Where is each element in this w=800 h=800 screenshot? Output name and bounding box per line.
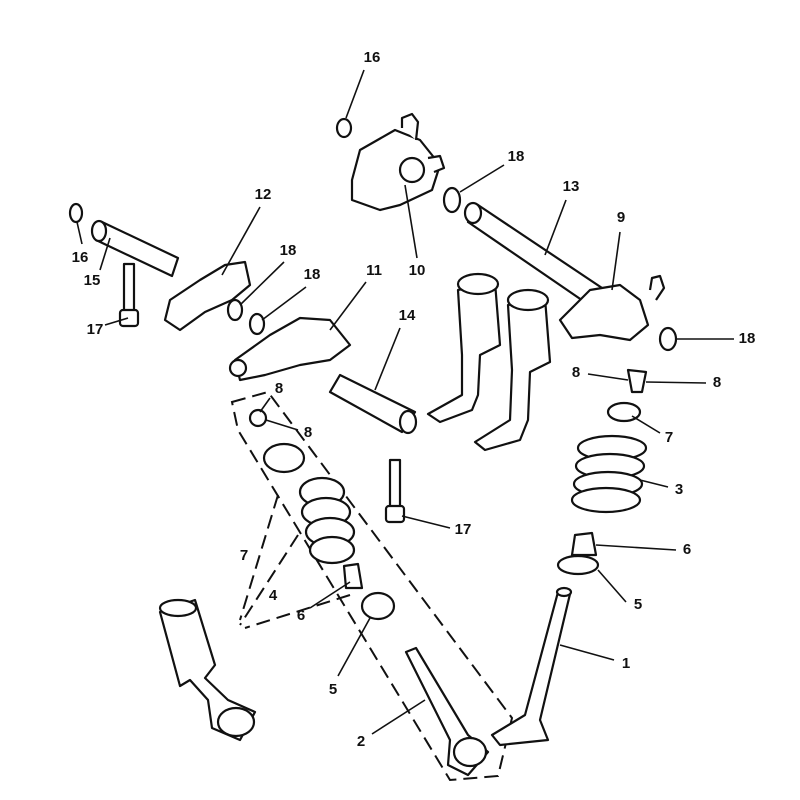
- callout-4: 4: [269, 587, 278, 604]
- callout-8-left-a: 8: [275, 380, 283, 397]
- callout-5-right: 5: [634, 596, 642, 613]
- washer-18-top: [442, 186, 462, 214]
- callout-6-right: 6: [683, 541, 691, 558]
- callout-8-right-a: 8: [572, 364, 580, 381]
- assembly-group-outline: [230, 390, 514, 782]
- callout-7-right: 7: [665, 429, 673, 446]
- rocker-shaft-15: [90, 219, 180, 278]
- callout-labels: 16 16 18 12 13 9 10 15 18 18 11 14 17 18…: [72, 49, 756, 750]
- valve-seal-6-right: [570, 531, 598, 557]
- callout-14: 14: [399, 307, 416, 324]
- callout-16-top: 16: [364, 49, 381, 66]
- callout-5-left: 5: [329, 681, 337, 698]
- rocker-arm-9: [558, 274, 666, 342]
- callout-17-left: 17: [87, 321, 104, 338]
- spring-seat-5-left: [360, 591, 396, 621]
- valve-1: [490, 586, 573, 747]
- bolt-17-center: [384, 458, 406, 524]
- callout-11: 11: [366, 262, 382, 279]
- callout-18-top: 18: [508, 148, 525, 165]
- callout-1: 1: [622, 655, 630, 672]
- leader-lines: [76, 69, 734, 735]
- callout-3: 3: [675, 481, 683, 498]
- washer-18-a: [226, 298, 244, 322]
- valve-spring-3: [570, 434, 648, 514]
- callout-13: 13: [563, 178, 580, 195]
- callout-17-center: 17: [455, 521, 472, 538]
- rocker-pedestal-10: [350, 112, 446, 212]
- washer-18-b: [248, 312, 266, 336]
- callout-7-left: 7: [240, 547, 248, 564]
- washer-18-right: [658, 326, 678, 352]
- callout-9: 9: [617, 209, 625, 226]
- o-ring-16-left: [68, 202, 84, 224]
- valve-piston-pair: [426, 272, 552, 452]
- assembly-leader-dashes: [239, 494, 351, 629]
- valve-2: [404, 646, 490, 777]
- callout-2: 2: [357, 733, 365, 750]
- bolt-17-left: [118, 262, 140, 328]
- valve-spring-4: [298, 476, 356, 565]
- rocker-shaft-14: [328, 373, 418, 435]
- callout-8-right-b: 8: [713, 374, 721, 391]
- callout-8-left-b: 8: [304, 424, 312, 441]
- valve-with-piston-left: [158, 598, 257, 742]
- callout-18-right: 18: [739, 330, 756, 347]
- callout-16-left: 16: [72, 249, 89, 266]
- spring-retainer-7-left: [262, 442, 306, 474]
- callout-6-left: 6: [297, 607, 305, 624]
- o-ring-16-upper: [335, 117, 353, 139]
- rocker-arm-12: [163, 260, 252, 332]
- valve-keeper-8-right: [626, 368, 648, 394]
- callout-18-a: 18: [280, 242, 297, 259]
- valve-seal-6-left: [342, 562, 364, 590]
- callout-15: 15: [84, 272, 101, 289]
- callout-18-b: 18: [304, 266, 321, 283]
- rocker-arm-11: [228, 316, 352, 382]
- callout-12: 12: [255, 186, 272, 203]
- callout-10: 10: [409, 262, 426, 279]
- spring-seat-5-right: [556, 554, 600, 576]
- valve-keeper-8-left: [248, 408, 268, 428]
